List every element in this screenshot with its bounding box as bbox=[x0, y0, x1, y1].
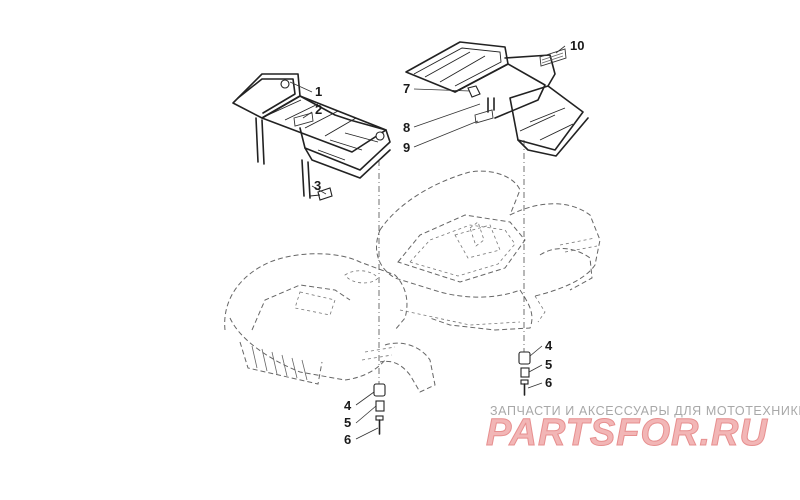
callout-3: 3 bbox=[314, 178, 321, 193]
watermark-tagline: ЗАПЧАСТИ И АКСЕССУАРЫ ДЛЯ МОТОТЕХНИКИ bbox=[490, 404, 800, 418]
callout-2: 2 bbox=[315, 102, 322, 117]
decal-9 bbox=[474, 109, 494, 124]
leader-lines bbox=[289, 45, 566, 440]
callouts: 1 2 3 7 8 9 10 4 5 6 4 5 6 bbox=[314, 38, 584, 447]
callout-5-right: 5 bbox=[545, 357, 552, 372]
decal-10 bbox=[539, 48, 567, 67]
callout-6-left: 6 bbox=[344, 432, 351, 447]
front-grille bbox=[239, 341, 323, 385]
callout-5-left: 5 bbox=[344, 415, 351, 430]
callout-1: 1 bbox=[315, 84, 322, 99]
callout-4-left: 4 bbox=[344, 398, 352, 413]
front-rack bbox=[232, 73, 391, 199]
fastener-stack-left bbox=[373, 383, 386, 435]
callout-9: 9 bbox=[403, 140, 410, 155]
decal-2 bbox=[293, 112, 314, 127]
callout-6-right: 6 bbox=[545, 375, 552, 390]
watermark-logo: PARTSFOR.RU bbox=[486, 412, 768, 455]
decals bbox=[293, 48, 567, 127]
callout-7: 7 bbox=[403, 81, 410, 96]
fastener-stack-right bbox=[518, 351, 531, 396]
atv-body-outline bbox=[224, 170, 601, 393]
rear-rack bbox=[405, 41, 589, 157]
callout-8: 8 bbox=[403, 120, 410, 135]
callout-4-right: 4 bbox=[545, 338, 553, 353]
callout-10: 10 bbox=[570, 38, 584, 53]
